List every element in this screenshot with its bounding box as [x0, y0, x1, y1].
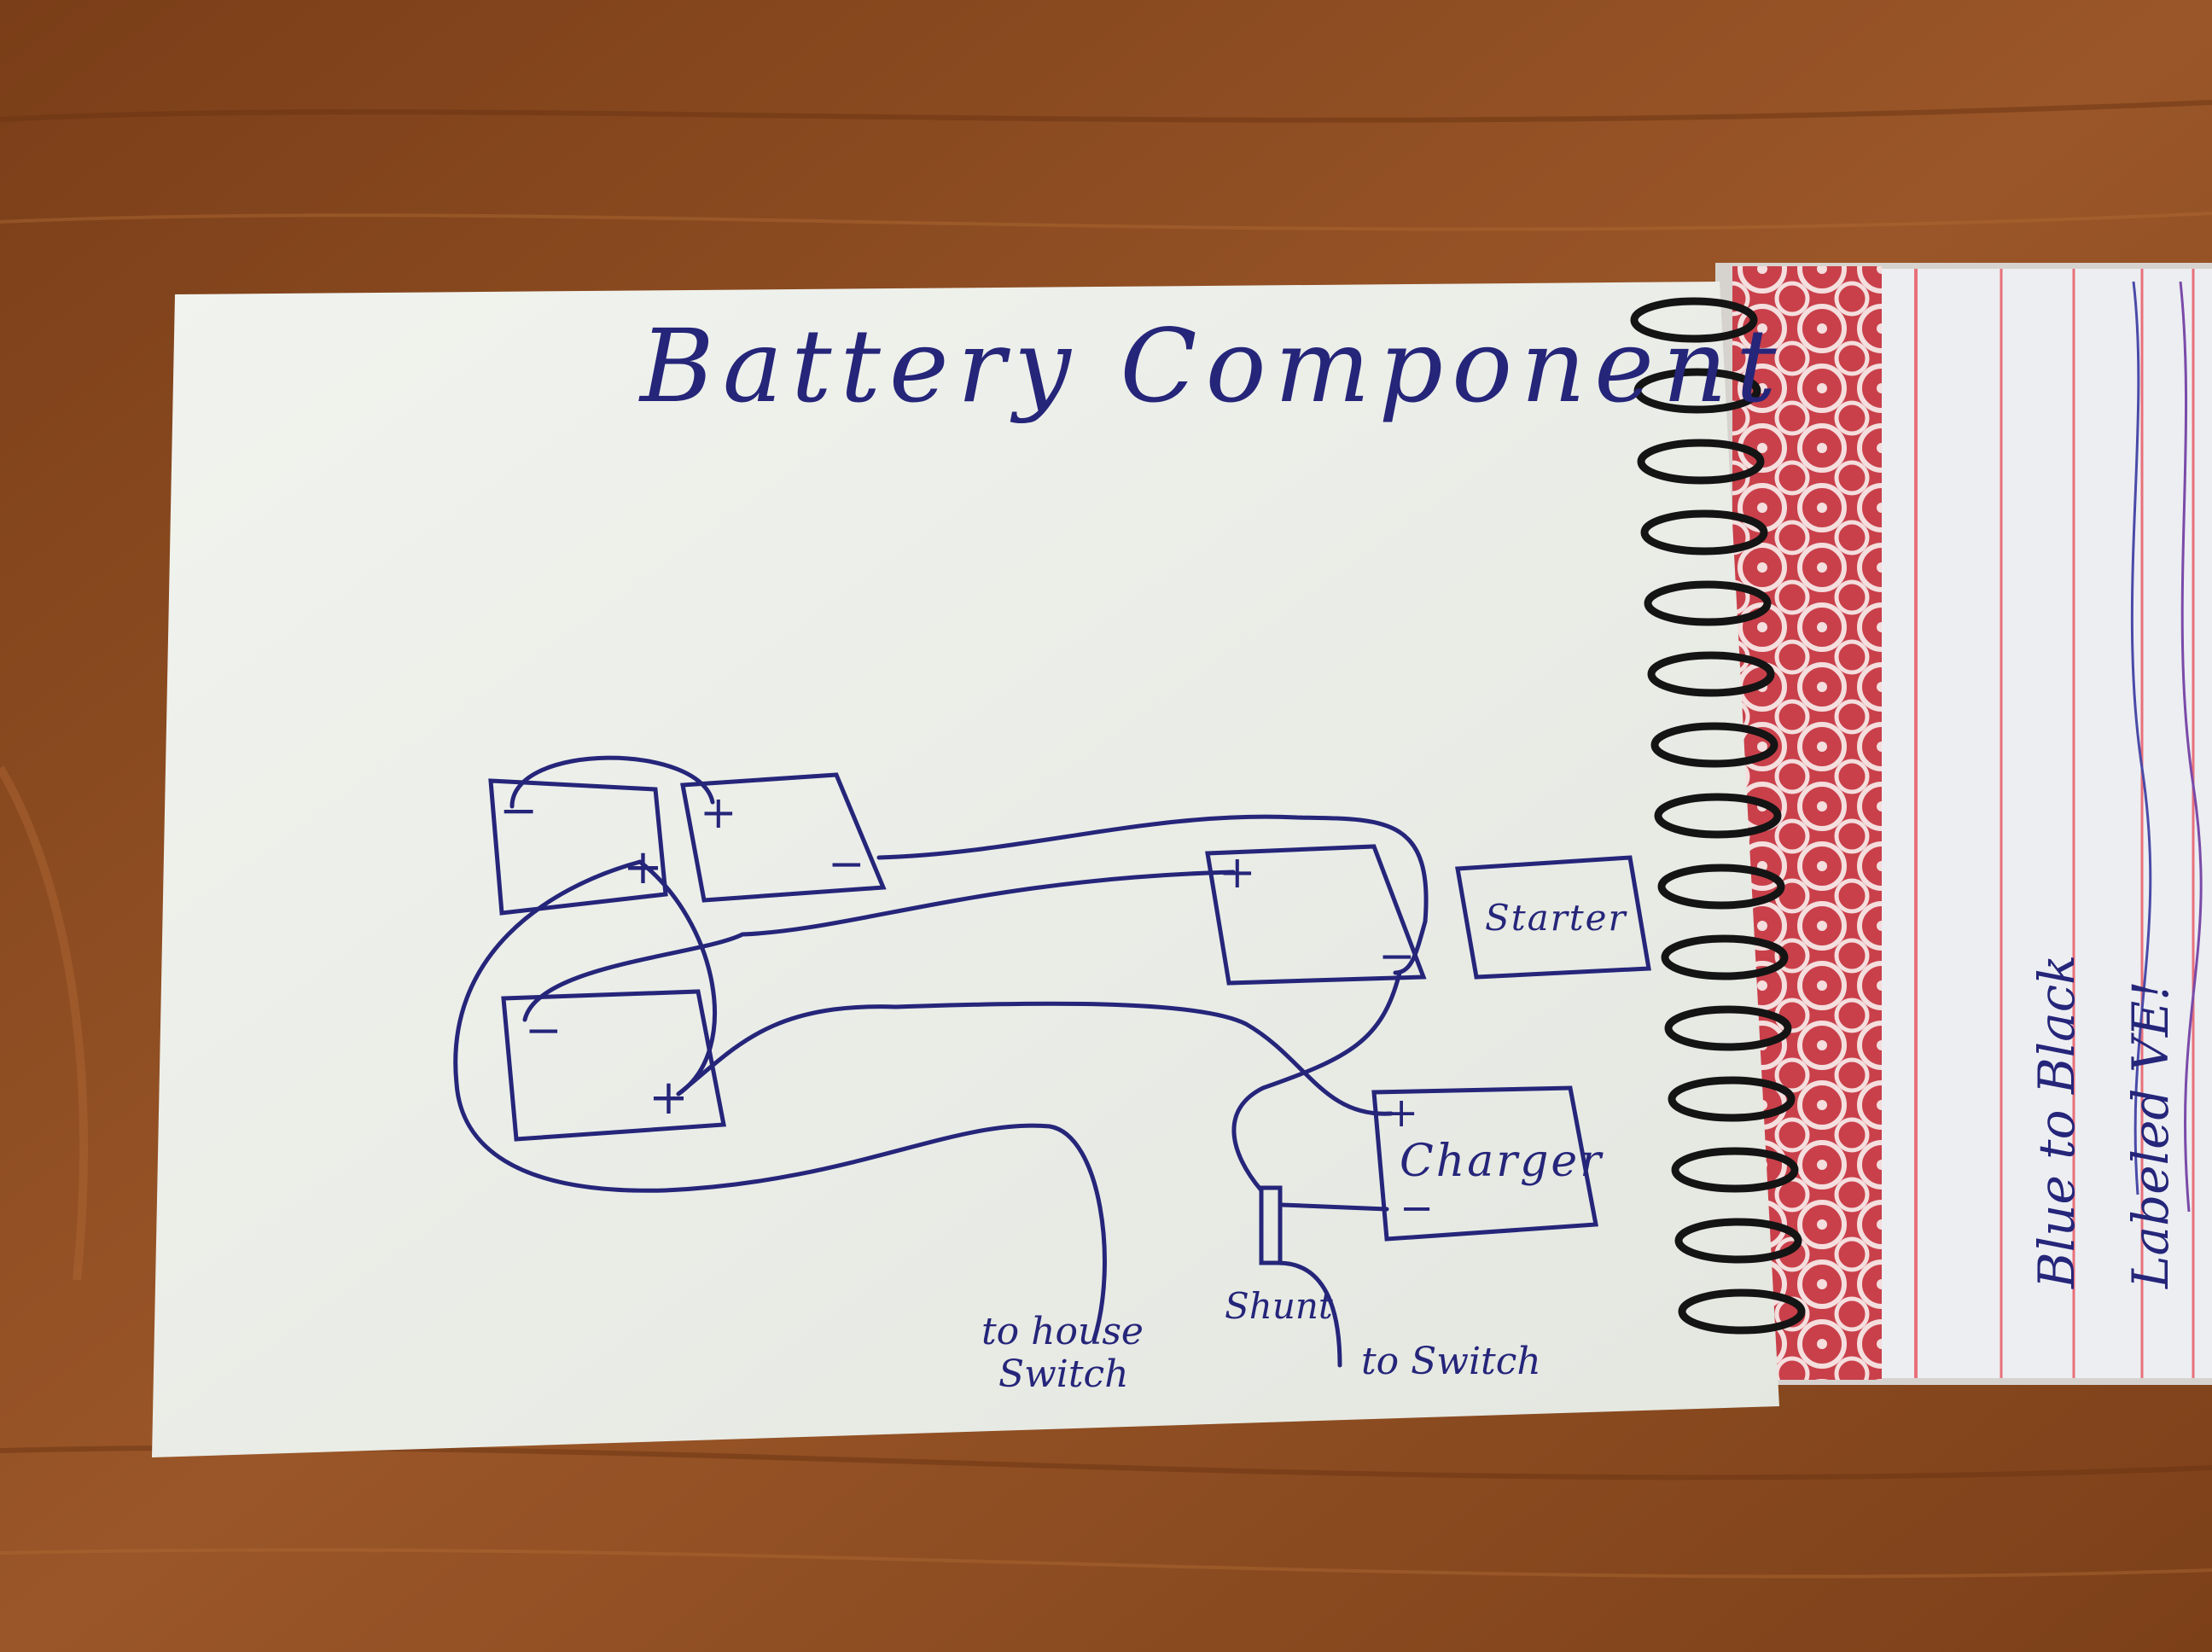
shunt-component — [1259, 1185, 1283, 1265]
battery-4 — [1205, 844, 1427, 986]
charger-positive: + — [1384, 1089, 1418, 1137]
wires — [453, 755, 1429, 1368]
battery-1-negative: − — [499, 783, 538, 837]
index-card — [152, 282, 1779, 1457]
note-line-2: Labeled VE! — [2122, 980, 2180, 1289]
binding-ring — [1633, 368, 1761, 414]
binding-ring — [1647, 651, 1775, 697]
starter-label: Starter — [1485, 897, 1628, 939]
battery-2 — [680, 772, 887, 903]
binding-ring — [1664, 1005, 1792, 1051]
wire-b4neg-shunt — [1231, 970, 1402, 1193]
binding-ring — [1661, 934, 1789, 980]
wire-b2neg-b4neg — [876, 814, 1429, 975]
binding-ring — [1671, 1147, 1799, 1193]
starter-box — [1455, 855, 1651, 980]
ruled-card — [1882, 269, 2212, 1378]
diagram-title: Battery Component — [638, 307, 1784, 425]
house-switch-label-line1: to house — [981, 1310, 1144, 1353]
charger-label: Charger — [1400, 1136, 1604, 1187]
binding-ring — [1657, 864, 1785, 910]
wire-b1pos-b3pos — [637, 859, 717, 1096]
spiral-binding — [1630, 297, 1806, 1335]
battery-1-positive: + — [623, 840, 663, 895]
note-line-1: Blue to Black — [2028, 955, 2086, 1289]
wire-shunt-switch — [1276, 1260, 1342, 1368]
battery-4-negative: − — [1378, 931, 1416, 982]
battery-3-positive: + — [649, 1070, 689, 1126]
house-switch-label-line2: Switch — [998, 1352, 1129, 1396]
battery-1 — [488, 778, 668, 916]
to-switch-label: to Switch — [1361, 1340, 1541, 1383]
shunt-label: Shunt — [1225, 1285, 1333, 1327]
binding-ring — [1637, 439, 1765, 485]
binding-ring — [1650, 722, 1778, 768]
binding-ring — [1644, 580, 1772, 626]
battery-3 — [501, 989, 726, 1142]
wire-b1pos-house — [453, 859, 1107, 1342]
wire-b3pos-charger — [676, 1001, 1394, 1116]
battery-2-negative: − — [828, 839, 865, 890]
binding-ring — [1654, 793, 1782, 839]
binding-ring — [1630, 297, 1758, 343]
notebook-stack: Blue to Black Labeled VE! — [1715, 263, 2212, 1385]
binding-ring — [1674, 1218, 1802, 1264]
binding-ring — [1640, 509, 1768, 556]
battery-3-negative: − — [525, 1005, 562, 1056]
wire-charger-shunt — [1279, 1202, 1389, 1212]
wire-b3neg-b4pos — [522, 870, 1236, 1022]
charger-negative: − — [1400, 1184, 1434, 1232]
binding-ring — [1668, 1076, 1796, 1122]
binding-ring — [1678, 1288, 1806, 1335]
battery-4-positive: + — [1219, 847, 1256, 899]
battery-2-positive: + — [700, 788, 737, 839]
charger-box — [1371, 1085, 1598, 1242]
